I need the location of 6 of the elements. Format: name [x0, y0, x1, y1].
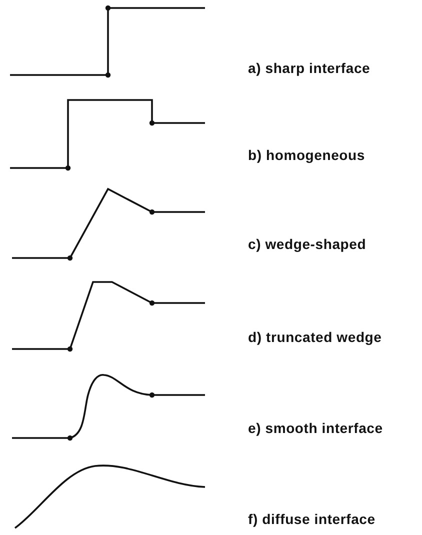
profile-label: d) truncated wedge — [248, 329, 382, 345]
profile-label: a) sharp interface — [248, 60, 370, 76]
profile-label: e) smooth interface — [248, 420, 383, 436]
profile-label: f) diffuse interface — [248, 511, 376, 527]
profile-label: c) wedge-shaped — [248, 236, 366, 252]
profile-label: b) homogeneous — [248, 147, 365, 163]
